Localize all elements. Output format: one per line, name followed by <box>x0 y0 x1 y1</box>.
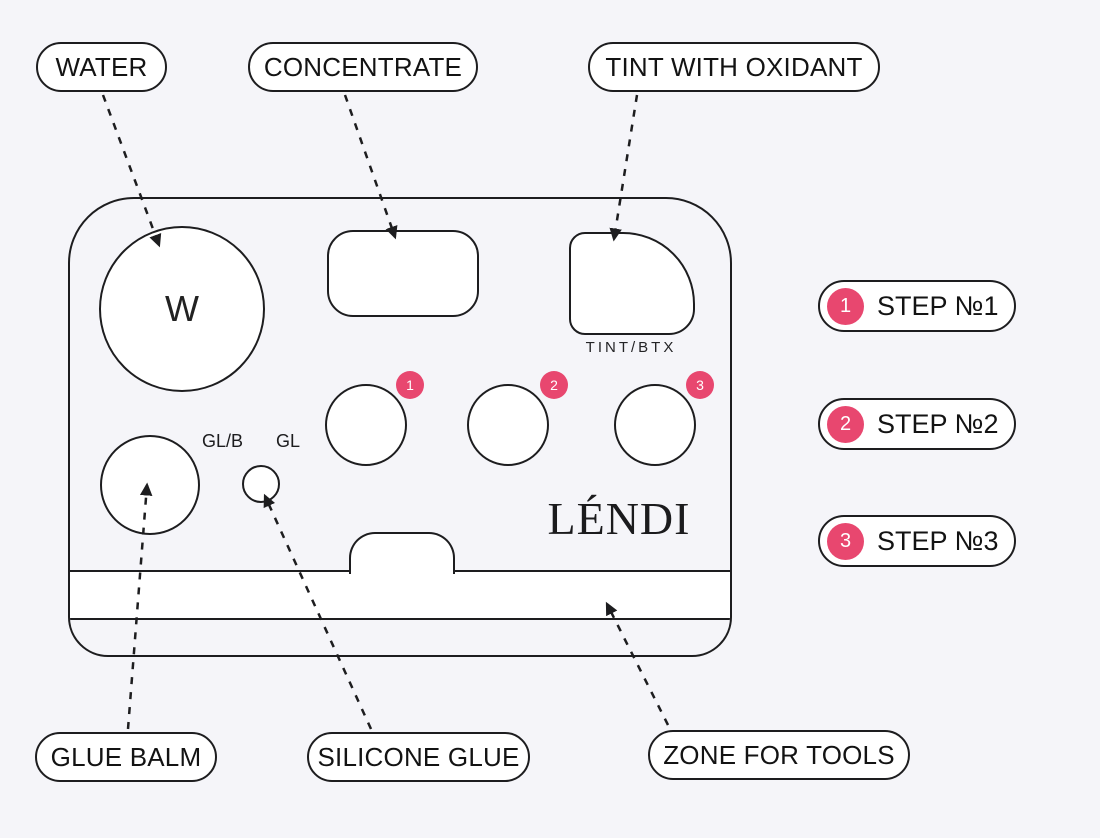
silicone-glue-well <box>242 465 280 503</box>
tools-zone-notch <box>349 532 455 574</box>
tint-well-label: TINT/BTX <box>585 339 677 356</box>
glue-balm-callout: GLUE BALM <box>35 732 217 782</box>
concentrate-callout: CONCENTRATE <box>248 42 478 92</box>
glue-balm-well <box>100 435 200 535</box>
glue-balm-well-label: GL/B <box>202 431 244 451</box>
zone-for-tools-callout: ZONE FOR TOOLS <box>648 730 910 780</box>
brand-logo: LÉNDI <box>547 493 691 544</box>
step-1-pill: 1 STEP №1 <box>818 280 1016 332</box>
step-2-pill: 2 STEP №2 <box>818 398 1016 450</box>
step-3-label: STEP №3 <box>877 525 999 556</box>
step-3-badge: 3 <box>827 522 864 560</box>
step2-well <box>467 384 549 466</box>
tools-zone-strip <box>70 570 730 620</box>
step3-well <box>614 384 696 466</box>
step3-well-badge: 3 <box>686 371 714 399</box>
step-1-badge: 1 <box>827 287 864 325</box>
step-1-label: STEP №1 <box>877 290 999 321</box>
step2-well-badge: 2 <box>540 371 568 399</box>
water-well: W <box>99 226 265 392</box>
concentrate-well <box>327 230 479 317</box>
step-2-badge: 2 <box>827 405 864 443</box>
step-3-pill: 3 STEP №3 <box>818 515 1016 567</box>
water-callout: WATER <box>36 42 167 92</box>
silicone-glue-callout: SILICONE GLUE <box>307 732 530 782</box>
silicone-glue-well-label: GL <box>276 431 301 451</box>
water-well-label: W <box>165 288 199 329</box>
palette-outline: W TINT/BTX 1 2 3 GL/B GL LÉNDI <box>68 197 732 657</box>
step-2-label: STEP №2 <box>877 408 999 439</box>
tint-with-oxidant-callout: TINT WITH OXIDANT <box>588 42 880 92</box>
tint-well <box>569 232 695 335</box>
step1-well <box>325 384 407 466</box>
step1-well-badge: 1 <box>396 371 424 399</box>
